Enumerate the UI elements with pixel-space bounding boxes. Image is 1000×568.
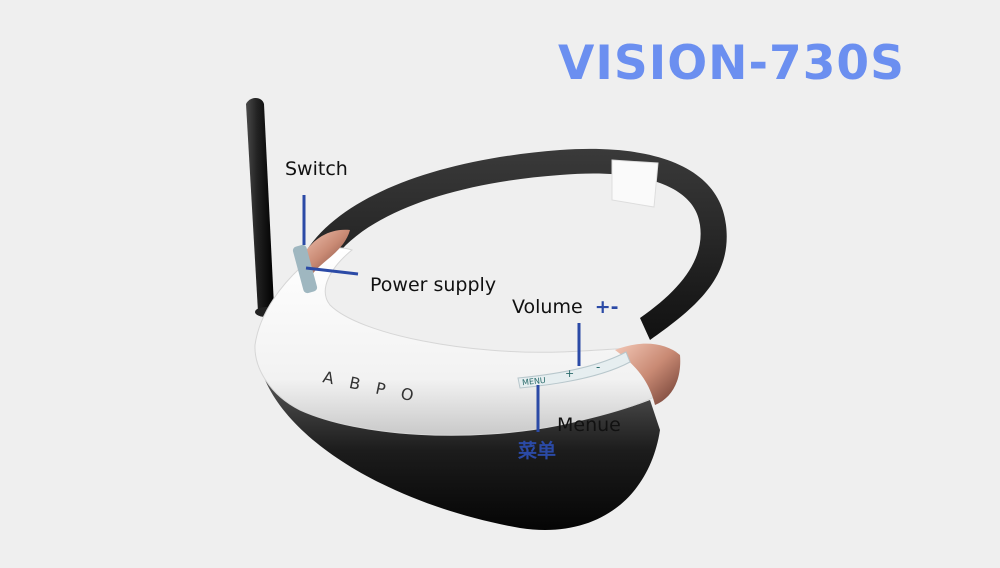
head-strap bbox=[300, 148, 727, 340]
antenna-icon bbox=[246, 98, 274, 312]
volume-minus-button[interactable]: - bbox=[596, 360, 601, 374]
volume-plus-button[interactable]: + bbox=[565, 367, 575, 380]
power-supply-label: Power supply bbox=[370, 274, 497, 296]
right-side-cap bbox=[615, 343, 681, 405]
menu-label-en: Menue bbox=[557, 414, 621, 436]
power-callout-line bbox=[305, 266, 359, 276]
side-button-panel bbox=[292, 244, 318, 294]
volume-signs: +- bbox=[594, 296, 619, 318]
switch-label: Switch bbox=[285, 158, 348, 180]
volume-label-text: Volume bbox=[512, 296, 583, 318]
menu-label-cn: 菜单 bbox=[518, 440, 557, 462]
strap-clip bbox=[611, 159, 659, 208]
volume-label: Volume +- bbox=[512, 296, 619, 318]
left-side-cap bbox=[300, 229, 350, 275]
product-title: VISION-730S bbox=[558, 36, 905, 91]
control-button-strip bbox=[517, 351, 631, 389]
